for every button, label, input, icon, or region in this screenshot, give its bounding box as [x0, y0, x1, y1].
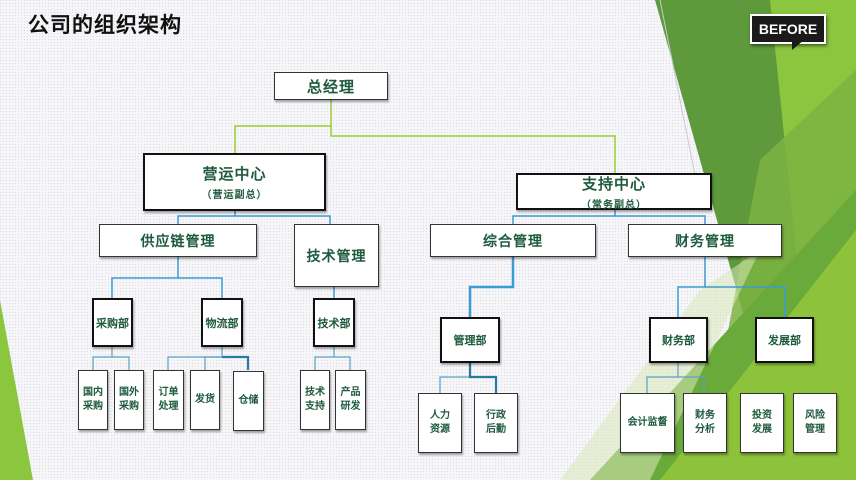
node-ops-center[interactable]: 营运中心 （营运副总） — [143, 153, 326, 211]
node-label: 营运中心 — [202, 165, 267, 183]
node-label: 发展 — [752, 424, 772, 435]
node-fin-analysis[interactable]: 财务 分析 — [683, 393, 727, 453]
node-label: 总经理 — [306, 77, 355, 96]
node-risk[interactable]: 风险 管理 — [793, 393, 837, 453]
node-label: 分析 — [695, 424, 715, 435]
node-label: 技术 — [305, 387, 325, 398]
node-label: 支持 — [305, 401, 325, 412]
node-label: 人力 — [430, 410, 450, 421]
node-label: 订单 — [158, 387, 179, 398]
node-label: 采购 — [83, 401, 103, 412]
node-label: 仓储 — [238, 395, 259, 406]
node-label: 国内 — [83, 387, 103, 398]
badge-tail — [792, 40, 804, 50]
node-label: 管理 — [805, 424, 825, 435]
node-accounting[interactable]: 会计监督 — [620, 393, 675, 453]
connector-general-child — [468, 257, 515, 317]
node-label: 后勤 — [486, 424, 506, 435]
connector-ceo-ops — [234, 100, 332, 153]
node-hr[interactable]: 人力 资源 — [418, 393, 462, 453]
node-label: 资源 — [430, 424, 450, 435]
node-investment[interactable]: 投资 发展 — [740, 393, 784, 453]
node-sublabel: （营运副总） — [201, 190, 268, 201]
node-product-rd[interactable]: 产品 研发 — [335, 370, 366, 430]
page-title: 公司的组织架构 — [28, 13, 182, 37]
connector-ceo-support — [330, 126, 616, 173]
node-label: 采购 — [119, 401, 139, 412]
node-order-processing[interactable]: 订单 处理 — [153, 370, 184, 430]
node-label: 处理 — [158, 401, 179, 412]
node-label: 产品 — [340, 387, 361, 398]
node-label: 财务管理 — [675, 233, 735, 250]
node-general-mgmt[interactable]: 综合管理 — [430, 224, 596, 257]
connector-ops-children — [177, 211, 236, 225]
bg-left-green-shape — [0, 300, 33, 480]
node-label: 行政 — [486, 410, 506, 421]
node-finance-dept[interactable]: 财务部 — [649, 317, 708, 363]
node-label: 国外 — [119, 387, 139, 398]
node-supply-chain[interactable]: 供应链管理 — [99, 224, 257, 257]
node-procurement[interactable]: 采购部 — [92, 298, 133, 347]
node-label: 发展部 — [768, 334, 801, 347]
node-label: 技术部 — [317, 316, 351, 330]
node-label: 发货 — [195, 394, 215, 405]
node-label: 会计监督 — [627, 417, 668, 428]
connector-support-children — [512, 209, 616, 225]
node-domestic-purchase[interactable]: 国内 采购 — [78, 370, 108, 430]
node-warehouse[interactable]: 仓储 — [233, 371, 264, 431]
connector-admin-children — [439, 363, 471, 393]
node-label: 技术管理 — [306, 248, 367, 265]
node-tech-mgmt[interactable]: 技术管理 — [294, 224, 379, 287]
node-label: 物流部 — [205, 316, 239, 330]
node-support-center[interactable]: 支持中心 （常务副总） — [516, 173, 712, 211]
node-shipping[interactable]: 发货 — [190, 370, 220, 430]
node-tech-dept[interactable]: 技术部 — [313, 298, 355, 347]
before-badge: BEFORE — [750, 14, 826, 44]
connector-findept-children — [646, 363, 679, 393]
node-label: 支持中心 — [581, 174, 646, 193]
connector-logistics-children — [167, 347, 223, 370]
node-ceo[interactable]: 总经理 — [274, 72, 388, 100]
node-label: 风险 — [805, 410, 825, 421]
node-label: 供应链管理 — [140, 233, 216, 250]
node-label: 管理部 — [453, 334, 487, 347]
node-label: 财务部 — [662, 334, 695, 347]
node-label: 投资 — [752, 410, 772, 421]
node-sublabel: （常务副总） — [581, 199, 647, 211]
node-tech-support[interactable]: 技术 支持 — [300, 370, 330, 430]
connector-procurement-children — [92, 347, 113, 370]
node-admin-dept[interactable]: 管理部 — [440, 317, 500, 363]
connector-finance-children — [677, 257, 706, 317]
bg-pale-shape — [560, 250, 760, 480]
node-foreign-purchase[interactable]: 国外 采购 — [114, 370, 144, 430]
node-finance-mgmt[interactable]: 财务管理 — [628, 224, 782, 257]
connector-techdept-children — [314, 347, 335, 370]
node-dev-dept[interactable]: 发展部 — [755, 317, 814, 363]
node-label: 综合管理 — [483, 233, 543, 250]
node-admin-logistics[interactable]: 行政 后勤 — [474, 393, 518, 453]
node-label: 采购部 — [96, 316, 129, 330]
node-label: 研发 — [340, 401, 361, 412]
connector-supply-children — [111, 257, 179, 298]
node-label: 财务 — [695, 410, 715, 421]
node-logistics[interactable]: 物流部 — [201, 298, 243, 347]
